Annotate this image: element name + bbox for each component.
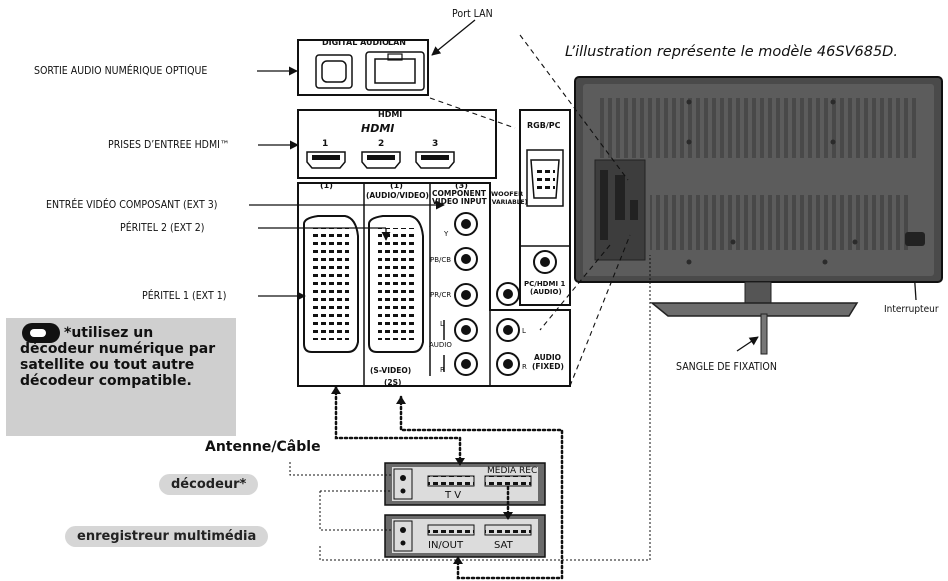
svg-text:(FIXED): (FIXED) [532, 362, 564, 371]
model-caption: L’illustration représente le modèle 46SV… [565, 44, 898, 60]
strap-label: SANGLE DE FIXATION [676, 361, 777, 373]
power-switch-label: Interrupteur [884, 304, 939, 315]
recorder-label: enregistreur multimédia [65, 526, 269, 547]
svg-text:AUDIO: AUDIO [429, 341, 452, 349]
svg-text:L: L [522, 327, 526, 335]
tv-leader-lines [429, 34, 631, 387]
svg-text:R: R [522, 363, 527, 371]
svg-text:(1): (1) [320, 181, 333, 190]
svg-text:(2S): (2S) [384, 378, 401, 387]
decoder-device: T V MEDIA REC [384, 462, 546, 506]
svg-text:(3): (3) [455, 181, 468, 190]
panel-labels: DIGITAL AUDIO LAN HDMI HDMI 1 2 3 (1) (1… [320, 38, 566, 387]
tv-back [574, 76, 943, 355]
optical-out-label: SORTIE AUDIO NUMÉRIQUE OPTIQUE [34, 65, 208, 77]
svg-text:PR/CR: PR/CR [430, 291, 451, 299]
svg-text:HDMI: HDMI [361, 122, 394, 135]
decoder-label: décodeur* [159, 474, 259, 495]
svg-text:1: 1 [322, 139, 328, 149]
svg-text:PB/CB: PB/CB [430, 256, 451, 264]
cable-arrows [331, 386, 513, 564]
svg-text:R: R [440, 366, 445, 374]
svg-text:MEDIA REC: MEDIA REC [487, 466, 537, 476]
antenna-label: Antenne/Câble [205, 439, 321, 455]
component-label: ENTRÉE VIDÉO COMPOSANT (EXT 3) [46, 199, 218, 211]
svg-text:(S-VIDEO): (S-VIDEO) [370, 366, 411, 375]
note-line-1: *utilisez un [64, 325, 154, 341]
decoder-note: *utilisez un décodeur numérique par sate… [6, 318, 236, 436]
svg-text:Y: Y [443, 230, 449, 238]
svg-text:(VARIABLE): (VARIABLE) [489, 199, 528, 206]
port-lan-label: Port LAN [452, 8, 493, 20]
svg-text:PC/HDMI 1: PC/HDMI 1 [524, 280, 566, 288]
cables [334, 385, 564, 580]
svg-text:VIDEO INPUT: VIDEO INPUT [432, 197, 488, 206]
svg-text:IN/OUT: IN/OUT [428, 540, 464, 551]
svg-text:HDMI: HDMI [378, 110, 402, 119]
svg-text:RGB/PC: RGB/PC [527, 121, 561, 130]
recorder-device: IN/OUT SAT [384, 514, 546, 558]
svg-text:(AUDIO): (AUDIO) [530, 288, 562, 296]
scart2-label: PÉRITEL 2 (EXT 2) [120, 222, 205, 234]
hdmi-inputs-label: PRISES D’ENTREE HDMI™ [108, 139, 230, 151]
svg-text:SAT: SAT [494, 540, 514, 551]
svg-text:WOOFER: WOOFER [491, 190, 523, 198]
thin-cables [289, 255, 651, 561]
scart1-label: PÉRITEL 1 (EXT 1) [142, 290, 227, 302]
svg-text:T V: T V [444, 490, 461, 501]
svg-text:3: 3 [432, 139, 438, 149]
svg-text:AUDIO: AUDIO [534, 353, 561, 362]
note-body: décodeur numérique par satellite ou tout… [20, 341, 216, 389]
connector-panel [297, 39, 571, 387]
svg-text:(1): (1) [390, 181, 403, 190]
svg-text:LAN: LAN [388, 38, 406, 47]
svg-text:(AUDIO/VIDEO): (AUDIO/VIDEO) [366, 191, 429, 200]
svg-text:L: L [440, 320, 444, 328]
svg-text:2: 2 [378, 139, 384, 149]
pointing-hand-icon [22, 323, 60, 343]
svg-text:COMPONENT: COMPONENT [432, 189, 487, 198]
svg-text:DIGITAL AUDIO: DIGITAL AUDIO [322, 38, 389, 47]
